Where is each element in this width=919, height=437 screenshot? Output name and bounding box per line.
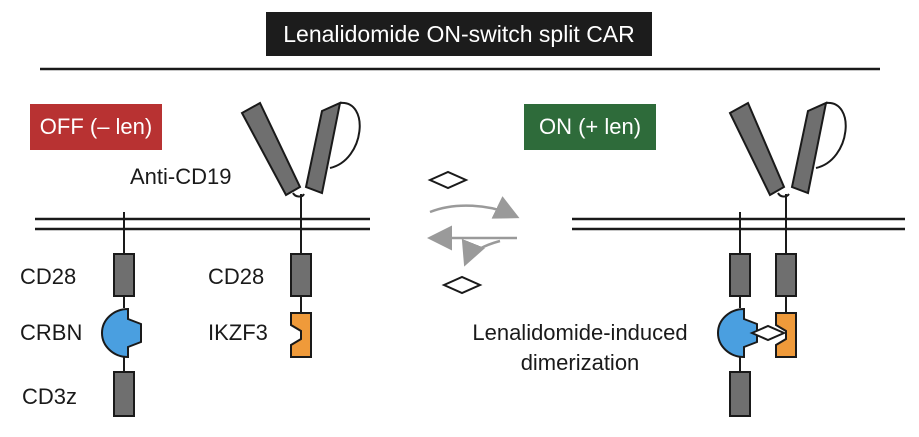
- on-complex: [717, 101, 847, 417]
- dimerization-label-line1: Lenalidomide-induced: [472, 320, 688, 345]
- lenalidomide-bottom: [441, 275, 483, 295]
- crbn-shape-on: [717, 307, 758, 359]
- off-signaling-chain: [101, 212, 142, 417]
- membrane-right: [572, 217, 905, 231]
- arrow-release: [461, 238, 501, 267]
- cd28-label-right: CD28: [208, 264, 265, 289]
- diagram-title: Lenalidomide ON-switch split CAR: [266, 12, 652, 56]
- off-state-badge: OFF (– len): [30, 104, 162, 150]
- cd28-domain-left: [113, 253, 135, 297]
- crbn-shape-left: [101, 307, 142, 359]
- cd28-label-left: CD28: [20, 264, 77, 289]
- lenalidomide-top: [427, 170, 469, 190]
- crbn-label: CRBN: [20, 320, 83, 345]
- arrow-forward: [429, 196, 520, 219]
- anti-cd19-label: Anti-CD19: [130, 164, 232, 189]
- ikzf3-shape-on: [775, 312, 797, 358]
- cd28-domain-on-left: [729, 253, 751, 297]
- ikzf3-shape-right: [290, 312, 312, 358]
- cd3z-domain-left: [113, 371, 135, 417]
- scfv-right-domain-on: [790, 101, 828, 195]
- scfv-left-domain-on: [728, 101, 786, 197]
- on-state-badge: ON (+ len): [524, 104, 656, 150]
- cd3z-domain-on: [729, 371, 751, 417]
- scfv-right-domain: [304, 101, 342, 195]
- cd28-domain-right: [290, 253, 312, 297]
- scfv-left-domain: [240, 101, 302, 197]
- dimerization-label-line2: dimerization: [520, 350, 640, 375]
- lenalidomide-bound: [749, 324, 787, 342]
- membrane-left: [35, 217, 370, 231]
- cd28-domain-on-right: [775, 253, 797, 297]
- ikzf3-label: IKZF3: [208, 320, 268, 345]
- off-antigen-chain: [240, 101, 361, 358]
- cd3z-label: CD3z: [22, 384, 78, 409]
